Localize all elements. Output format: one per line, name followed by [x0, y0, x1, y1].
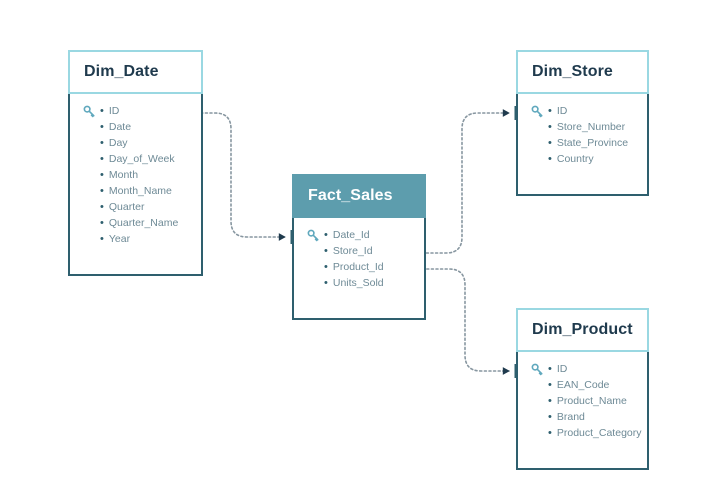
field-row[interactable]: • ID [518, 103, 647, 119]
field-bullet: • [548, 136, 552, 149]
field-row[interactable]: • State_Province [518, 135, 647, 151]
field-label: Year [108, 232, 131, 245]
field-row[interactable]: • EAN_Code [518, 377, 647, 393]
field-label: Quarter [108, 200, 145, 213]
field-bullet: • [548, 152, 552, 165]
field-row[interactable]: • Product_Id [294, 259, 424, 275]
entity-title-dim-product: Dim_Product [532, 321, 633, 338]
field-label: Store_Number [556, 120, 626, 133]
entity-title-dim-store: Dim_Store [532, 63, 613, 80]
field-row[interactable]: • ID [518, 361, 647, 377]
field-bullet: • [548, 104, 552, 117]
field-row[interactable]: • Day_of_Week [70, 151, 201, 167]
field-label: Day [108, 136, 128, 149]
field-bullet: • [100, 136, 104, 149]
field-label: Product_Name [556, 394, 627, 407]
field-row[interactable]: • Store_Id [294, 243, 424, 259]
entity-body-fact-sales: • Date_Id • Store_Id • Product_Id • Unit… [292, 218, 426, 320]
field-label: Store_Id [332, 244, 373, 257]
field-label: Brand [556, 410, 585, 423]
field-row[interactable]: • ID [70, 103, 201, 119]
field-label: Quarter_Name [108, 216, 179, 229]
field-label: Month_Name [108, 184, 172, 197]
field-row[interactable]: • Store_Number [518, 119, 647, 135]
field-bullet: • [100, 120, 104, 133]
field-bullet: • [100, 200, 104, 213]
key-icon [526, 105, 548, 118]
field-label: Country [556, 152, 594, 165]
field-bullet: • [548, 426, 552, 439]
field-row[interactable]: • Quarter_Name [70, 215, 201, 231]
field-row[interactable]: • Brand [518, 409, 647, 425]
field-row[interactable]: • Date_Id [294, 227, 424, 243]
entity-body-dim-date: • ID • Date • Day • Day_of_Week • [68, 94, 203, 276]
field-label: Day_of_Week [108, 152, 175, 165]
entity-header-dim-store: Dim_Store [516, 50, 649, 94]
field-label: ID [556, 104, 568, 117]
field-bullet: • [100, 104, 104, 117]
key-icon [302, 229, 324, 242]
field-row[interactable]: • Quarter [70, 199, 201, 215]
field-bullet: • [100, 232, 104, 245]
field-bullet: • [100, 184, 104, 197]
field-label: Month [108, 168, 139, 181]
field-bullet: • [324, 276, 328, 289]
field-label: ID [108, 104, 120, 117]
field-bullet: • [100, 216, 104, 229]
entity-header-dim-date: Dim_Date [68, 50, 203, 94]
field-row[interactable]: • Day [70, 135, 201, 151]
entity-dim-product[interactable]: Dim_Product • ID • EAN_Code [516, 308, 649, 470]
key-icon [526, 363, 548, 376]
field-row[interactable]: • Date [70, 119, 201, 135]
entity-title-dim-date: Dim_Date [84, 63, 159, 80]
field-bullet: • [100, 168, 104, 181]
key-icon [78, 105, 100, 118]
field-row[interactable]: • Month_Name [70, 183, 201, 199]
field-row[interactable]: • Units_Sold [294, 275, 424, 291]
field-label: Date_Id [332, 228, 370, 241]
entity-title-fact-sales: Fact_Sales [308, 187, 393, 204]
entity-header-dim-product: Dim_Product [516, 308, 649, 352]
field-bullet: • [548, 378, 552, 391]
field-row[interactable]: • Country [518, 151, 647, 167]
field-bullet: • [548, 362, 552, 375]
field-bullet: • [100, 152, 104, 165]
field-label: EAN_Code [556, 378, 610, 391]
field-label: Date [108, 120, 132, 133]
field-label: Units_Sold [332, 276, 384, 289]
field-bullet: • [324, 244, 328, 257]
entity-body-dim-product: • ID • EAN_Code • Product_Name • Brand • [516, 352, 649, 470]
field-label: State_Province [556, 136, 629, 149]
entity-dim-date[interactable]: Dim_Date • ID • Date [68, 50, 203, 276]
field-bullet: • [324, 260, 328, 273]
entity-fact-sales[interactable]: Fact_Sales • Date_Id • Store_Id [292, 174, 426, 320]
field-row[interactable]: • Product_Category [518, 425, 647, 441]
entity-body-dim-store: • ID • Store_Number • State_Province • C… [516, 94, 649, 196]
field-row[interactable]: • Year [70, 231, 201, 247]
field-label: Product_Id [332, 260, 384, 273]
field-label: Product_Category [556, 426, 642, 439]
field-row[interactable]: • Product_Name [518, 393, 647, 409]
field-label: ID [556, 362, 568, 375]
field-bullet: • [548, 410, 552, 423]
entity-header-fact-sales: Fact_Sales [292, 174, 426, 218]
field-bullet: • [548, 394, 552, 407]
field-bullet: • [548, 120, 552, 133]
field-bullet: • [324, 228, 328, 241]
entity-dim-store[interactable]: Dim_Store • ID • Store_Number [516, 50, 649, 196]
field-row[interactable]: • Month [70, 167, 201, 183]
